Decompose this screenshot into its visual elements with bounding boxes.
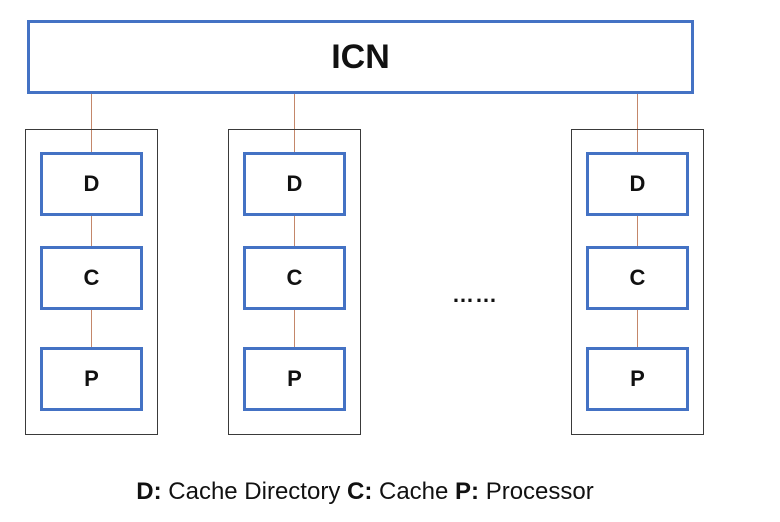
legend-d-text: Cache Directory xyxy=(161,478,347,505)
dc-link-3 xyxy=(637,216,638,246)
icn-box: ICN xyxy=(27,20,694,94)
processor-label: P xyxy=(630,366,645,391)
cp-link-2 xyxy=(294,310,295,347)
processor-label: P xyxy=(84,366,99,391)
icn-link-2 xyxy=(294,94,295,152)
processor-label: P xyxy=(287,366,302,391)
ellipsis: …… xyxy=(452,282,498,307)
directory-label: D xyxy=(629,171,646,196)
icn-link-3 xyxy=(637,94,638,152)
cache-label: C xyxy=(286,265,303,290)
node-1: D C P xyxy=(25,129,158,435)
node-3: D C P xyxy=(571,129,704,435)
cache-box: C xyxy=(243,246,346,310)
cp-link-3 xyxy=(637,310,638,347)
directory-box: D xyxy=(586,152,689,216)
directory-label: D xyxy=(83,171,100,196)
dc-link-2 xyxy=(294,216,295,246)
cache-label: C xyxy=(83,265,100,290)
directory-label: D xyxy=(286,171,303,196)
cache-box: C xyxy=(586,246,689,310)
legend-c-text: Cache xyxy=(372,478,456,505)
processor-box: P xyxy=(586,347,689,411)
legend-p-text: Processor xyxy=(479,478,594,505)
icn-link-1 xyxy=(91,94,92,152)
cp-link-1 xyxy=(91,310,92,347)
processor-box: P xyxy=(40,347,143,411)
node-2: D C P xyxy=(228,129,361,435)
processor-box: P xyxy=(243,347,346,411)
legend-d-key: D: xyxy=(136,478,162,505)
legend-c-key: C: xyxy=(346,478,373,505)
cache-box: C xyxy=(40,246,143,310)
legend: D: Cache Directory C: Cache P: Processor xyxy=(0,478,730,506)
legend-p-key: P: xyxy=(455,478,480,505)
cache-label: C xyxy=(629,265,646,290)
dc-link-1 xyxy=(91,216,92,246)
directory-box: D xyxy=(243,152,346,216)
directory-box: D xyxy=(40,152,143,216)
icn-label: ICN xyxy=(331,37,390,76)
